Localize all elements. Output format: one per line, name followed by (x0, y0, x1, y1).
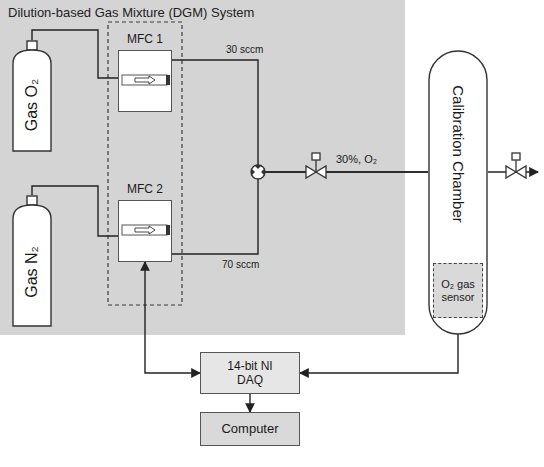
connector-line (172, 60, 428, 172)
box-label: Computer (221, 421, 278, 437)
daq-box: 14-bit NI DAQ (200, 352, 300, 394)
mass-flow-controller: MFC 2 (118, 200, 172, 262)
inlet-valve (306, 153, 326, 178)
mfc-label: MFC 1 (109, 32, 181, 46)
gas-cylinder: Gas N₂ (12, 195, 52, 327)
panel-title: Dilution-based Gas Mixture (DGM) System (8, 5, 254, 20)
flow-label: 30%, O₂ (336, 153, 377, 165)
flow-sensor-symbol (119, 51, 170, 110)
system-panel: Dilution-based Gas Mixture (DGM) SystemG… (0, 0, 405, 335)
gas-sensor: O₂ gas sensor (433, 263, 483, 318)
connector-line (145, 262, 200, 373)
connector-line (249, 394, 250, 412)
flow-label: 30 sccm (226, 44, 263, 55)
sensor-label: O₂ gas sensor (438, 278, 478, 303)
three-way-valve (251, 165, 265, 179)
calibration-chamber: Calibration Chamber O₂ gas sensor (428, 50, 488, 335)
cylinder-label: Gas N₂ (23, 246, 41, 298)
mfc-label: MFC 2 (109, 182, 181, 196)
system-panel (0, 0, 405, 335)
chamber-label: Calibration Chamber (450, 85, 467, 223)
connector-line (172, 172, 428, 254)
outlet-valve (506, 153, 526, 178)
connector-line (300, 318, 458, 373)
box-label: 14-bit NI DAQ (220, 359, 280, 388)
flow-label: 70 sccm (222, 259, 259, 270)
computer-box: Computer (200, 412, 300, 446)
cylinder-label: Gas O₂ (23, 79, 41, 131)
gas-cylinder: Gas O₂ (12, 40, 52, 152)
flow-sensor-symbol (119, 201, 170, 260)
mass-flow-controller: MFC 1 (118, 50, 172, 112)
